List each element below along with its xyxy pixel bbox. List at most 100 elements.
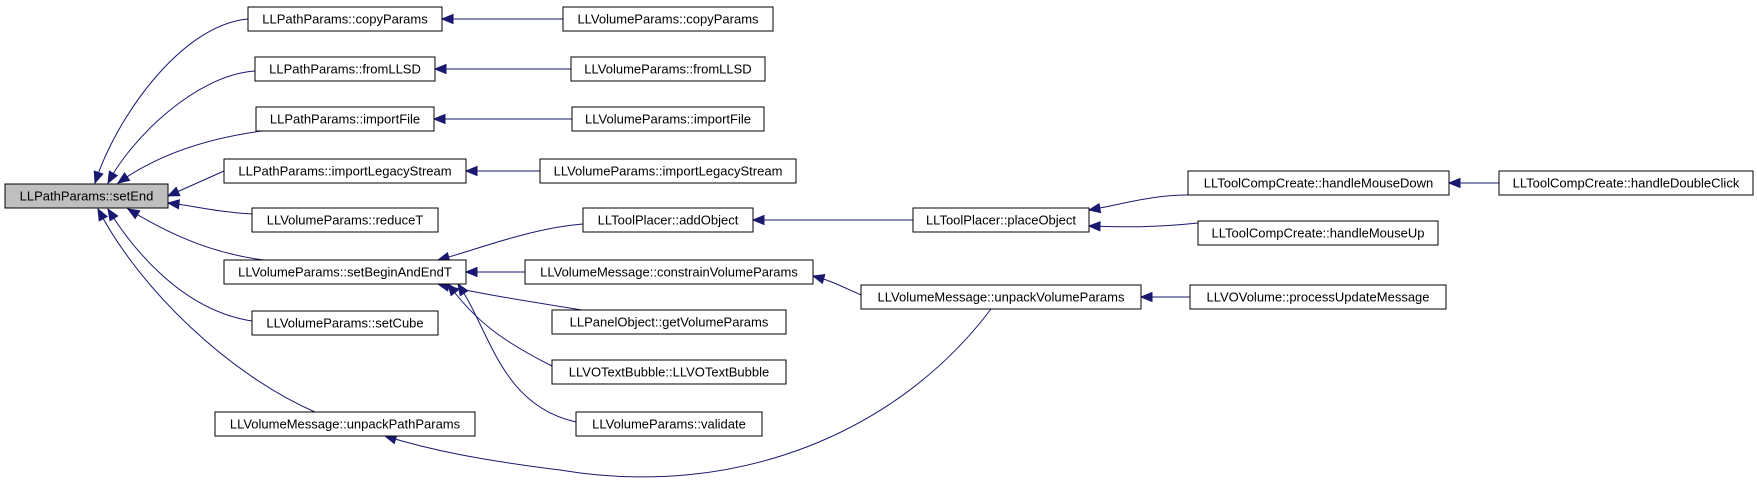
node-box[interactable] [255, 106, 435, 132]
graph-node-n17[interactable]: LLVolumeParams::validate [575, 411, 763, 437]
graph-node-n0[interactable]: LLPathParams::setEnd [4, 183, 169, 209]
graph-node-n5[interactable]: LLVolumeParams::reduceT [251, 207, 439, 233]
arrowhead [447, 282, 460, 297]
node-box[interactable] [1189, 284, 1447, 310]
arrowhead [166, 199, 181, 210]
node-label: LLToolCompCreate::handleDoubleClick [1513, 176, 1740, 191]
edge-n7-to-n0 [107, 208, 253, 322]
node-label: LLVolumeParams::copyParams [577, 12, 759, 27]
graph-edges [93, 13, 1499, 478]
graph-node-n4[interactable]: LLPathParams::importLegacyStream [223, 158, 467, 184]
graph-node-n10[interactable]: LLVolumeParams::fromLLSD [570, 56, 766, 82]
arrowhead [1087, 221, 1101, 232]
edge-n6-to-n0 [127, 208, 265, 261]
root-node-box[interactable] [4, 183, 169, 209]
edge-n13-to-n6 [437, 223, 584, 261]
node-box[interactable] [214, 411, 476, 437]
graph-node-n12[interactable]: LLVolumeParams::importLegacyStream [539, 158, 797, 184]
node-box[interactable] [860, 284, 1142, 310]
arrowhead [751, 214, 765, 226]
arrowhead [811, 273, 826, 285]
arrowhead [433, 63, 447, 75]
graph-node-n2[interactable]: LLPathParams::fromLLSD [254, 56, 436, 82]
node-box[interactable] [562, 6, 774, 32]
graph-node-n1[interactable]: LLPathParams::copyParams [247, 6, 443, 32]
graph-node-n19[interactable]: LLVolumeMessage::unpackVolumeParams [860, 284, 1142, 310]
edge-n2-to-n0 [107, 70, 256, 184]
arrowhead [126, 208, 141, 220]
graph-node-n21[interactable]: LLToolCompCreate::handleMouseUp [1197, 220, 1439, 246]
node-box[interactable] [575, 411, 763, 437]
node-box[interactable] [582, 207, 754, 233]
node-label: LLVolumeMessage::constrainVolumeParams [540, 265, 798, 280]
node-box[interactable] [1498, 170, 1754, 196]
arrowhead [1139, 291, 1153, 303]
arrowhead [1087, 202, 1102, 214]
node-box[interactable] [524, 259, 814, 285]
node-box[interactable] [539, 158, 797, 184]
node-label: LLVolumeParams::importFile [585, 112, 751, 127]
graph-node-n13[interactable]: LLToolPlacer::addObject [582, 207, 754, 233]
node-box[interactable] [247, 6, 443, 32]
node-label: LLPanelObject::getVolumeParams [570, 315, 769, 330]
graph-node-n3[interactable]: LLPathParams::importFile [255, 106, 435, 132]
node-box[interactable] [551, 359, 787, 385]
graph-node-n11[interactable]: LLVolumeParams::importFile [571, 106, 765, 132]
graph-nodes: LLPathParams::setEnd LLPathParams::copyPa… [4, 6, 1754, 437]
arrowhead [107, 207, 119, 222]
graph-node-n18[interactable]: LLToolPlacer::placeObject [912, 207, 1090, 233]
edge-n19-to-n8 [384, 308, 992, 478]
graph-node-n15[interactable]: LLPanelObject::getVolumeParams [551, 309, 787, 335]
node-label: LLVolumeParams::setCube [266, 316, 423, 331]
node-box[interactable] [571, 106, 765, 132]
node-label: LLVolumeParams::reduceT [267, 213, 424, 228]
arrowhead [166, 186, 181, 197]
edge-n3-to-n0 [117, 130, 263, 184]
graph-node-n22[interactable]: LLVOVolume::processUpdateMessage [1189, 284, 1447, 310]
node-box[interactable] [223, 259, 467, 285]
graph-node-n16[interactable]: LLVOTextBubble::LLVOTextBubble [551, 359, 787, 385]
node-label: LLVolumeMessage::unpackPathParams [230, 417, 461, 432]
node-box[interactable] [1187, 170, 1450, 196]
node-box[interactable] [251, 310, 439, 336]
node-box[interactable] [1197, 220, 1439, 246]
arrowhead [440, 13, 454, 25]
node-label: LLToolPlacer::placeObject [926, 213, 1076, 228]
graph-node-n8[interactable]: LLVolumeMessage::unpackPathParams [214, 411, 476, 437]
node-label: LLToolPlacer::addObject [598, 213, 739, 228]
arrowhead [97, 207, 109, 222]
node-label: LLVOVolume::processUpdateMessage [1206, 290, 1429, 305]
arrowhead [432, 113, 446, 125]
arrowhead [457, 282, 469, 297]
node-label: LLPathParams::setEnd [20, 189, 154, 204]
graph-node-n14[interactable]: LLVolumeMessage::constrainVolumeParams [524, 259, 814, 285]
edge-n20-to-n18 [1088, 194, 1189, 211]
node-label: LLVolumeParams::fromLLSD [584, 62, 751, 77]
node-label: LLPathParams::copyParams [262, 12, 428, 27]
node-label: LLToolCompCreate::handleMouseUp [1212, 226, 1425, 241]
edge-n17-to-n6 [457, 283, 577, 423]
node-label: LLVolumeParams::setBeginAndEndT [238, 265, 452, 280]
arrowhead [464, 266, 478, 278]
node-box[interactable] [912, 207, 1090, 233]
edge-n5-to-n0 [167, 202, 253, 215]
arrowhead [93, 170, 104, 185]
arrowhead [464, 165, 478, 177]
node-box[interactable] [251, 207, 439, 233]
graph-node-n6[interactable]: LLVolumeParams::setBeginAndEndT [223, 259, 467, 285]
arrowhead [1447, 177, 1461, 189]
node-box[interactable] [551, 309, 787, 335]
graph-node-n23[interactable]: LLToolCompCreate::handleDoubleClick [1498, 170, 1754, 196]
graph-node-n9[interactable]: LLVolumeParams::copyParams [562, 6, 774, 32]
node-box[interactable] [223, 158, 467, 184]
node-label: LLToolCompCreate::handleMouseDown [1204, 176, 1434, 191]
edge-n1-to-n0 [94, 18, 249, 184]
node-label: LLVOTextBubble::LLVOTextBubble [569, 365, 769, 380]
node-label: LLPathParams::fromLLSD [269, 62, 421, 77]
arrowhead [107, 170, 119, 185]
graph-node-n7[interactable]: LLVolumeParams::setCube [251, 310, 439, 336]
node-box[interactable] [570, 56, 766, 82]
node-box[interactable] [254, 56, 436, 82]
graph-node-n20[interactable]: LLToolCompCreate::handleMouseDown [1187, 170, 1450, 196]
